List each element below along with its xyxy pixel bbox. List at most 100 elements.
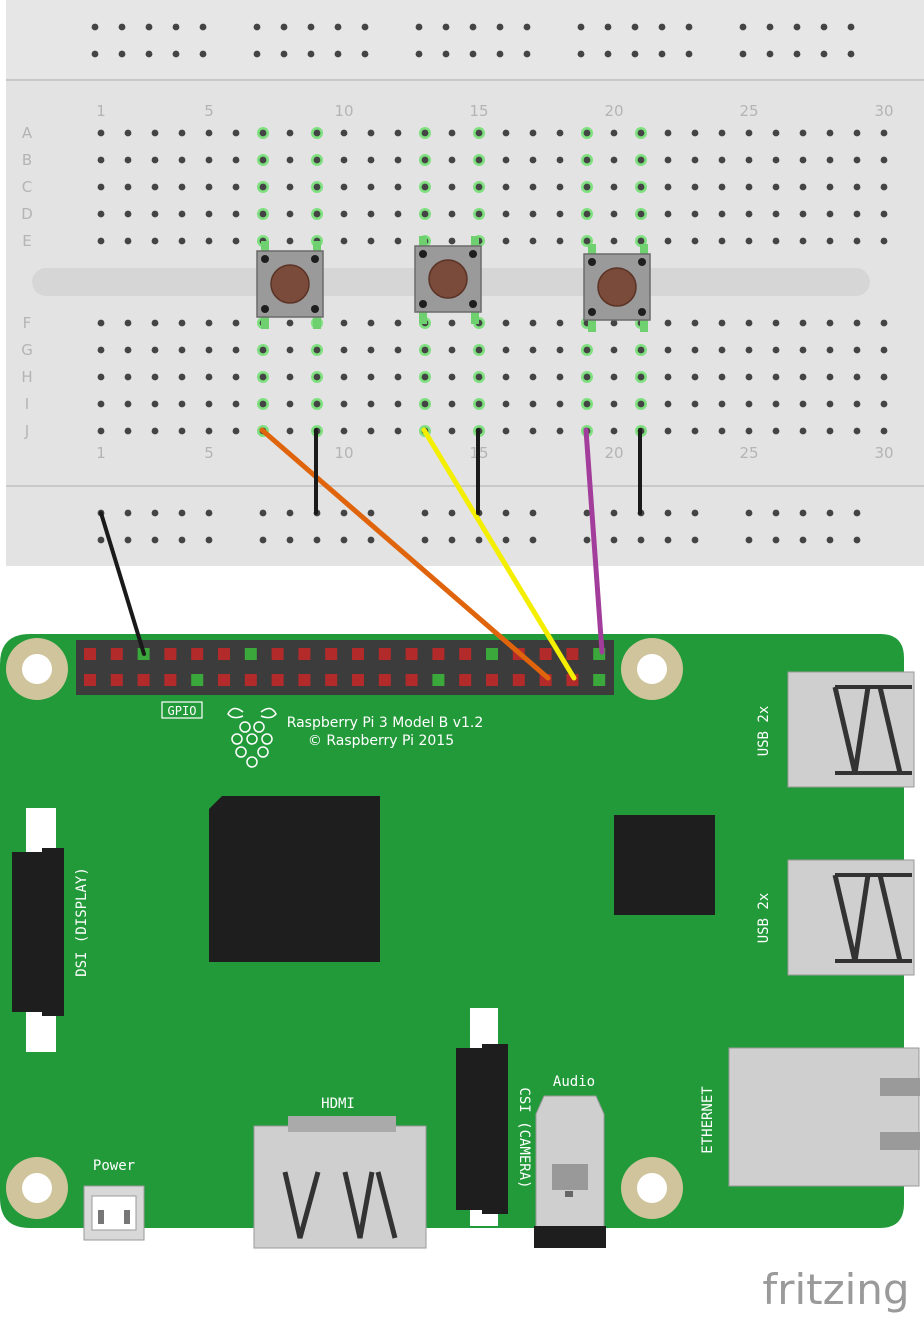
- breadboard-hole: [448, 183, 456, 191]
- breadboard-hole: [232, 373, 240, 381]
- breadboard-hole: [664, 400, 672, 408]
- breadboard-hole: [151, 373, 159, 381]
- breadboard-hole: [151, 156, 159, 164]
- row-label: F: [23, 314, 32, 332]
- breadboard-hole: [421, 183, 429, 191]
- breadboard-hole: [313, 183, 321, 191]
- breadboard-hole: [151, 509, 159, 517]
- breadboard-hole: [475, 210, 483, 218]
- breadboard-hole: [421, 210, 429, 218]
- breadboard-hole: [259, 346, 267, 354]
- button-cap-icon: [597, 267, 637, 307]
- breadboard-hole: [367, 237, 375, 245]
- breadboard-hole: [637, 183, 645, 191]
- breadboard-hole: [334, 50, 342, 58]
- breadboard-hole: [124, 400, 132, 408]
- breadboard-hole: [529, 536, 537, 544]
- breadboard-hole: [394, 129, 402, 137]
- breadboard-hole: [664, 156, 672, 164]
- breadboard-hole: [286, 400, 294, 408]
- breadboard-hole: [523, 50, 531, 58]
- breadboard-hole: [205, 319, 213, 327]
- breadboard-hole: [151, 237, 159, 245]
- breadboard-hole: [340, 319, 348, 327]
- breadboard-hole: [367, 427, 375, 435]
- hdmi-port: [253, 1116, 427, 1249]
- breadboard-hole: [259, 129, 267, 137]
- gpio-pin: [84, 648, 96, 660]
- breadboard-hole: [556, 156, 564, 164]
- breadboard-hole: [259, 183, 267, 191]
- breadboard-hole: [766, 50, 774, 58]
- breadboard-hole: [91, 23, 99, 31]
- breadboard-hole: [421, 373, 429, 381]
- breadboard-hole: [529, 210, 537, 218]
- column-label: 20: [604, 102, 623, 120]
- breadboard-hole: [745, 346, 753, 354]
- breadboard-hole: [394, 373, 402, 381]
- breadboard-hole: [172, 23, 180, 31]
- gpio-pin: [298, 648, 311, 660]
- breadboard-hole: [826, 400, 834, 408]
- breadboard-hole: [556, 129, 564, 137]
- breadboard-hole: [718, 183, 726, 191]
- gpio-pin: [244, 648, 257, 660]
- breadboard-hole: [232, 156, 240, 164]
- breadboard-hole: [448, 129, 456, 137]
- breadboard-hole: [475, 400, 483, 408]
- breadboard-hole: [745, 183, 753, 191]
- breadboard: 151015202530151015202530ABCDEFGHIJ: [6, 0, 924, 566]
- breadboard-hole: [556, 400, 564, 408]
- breadboard-hole: [199, 23, 207, 31]
- breadboard-hole: [280, 50, 288, 58]
- breadboard-hole: [205, 373, 213, 381]
- breadboard-hole: [745, 237, 753, 245]
- breadboard-hole: [421, 346, 429, 354]
- breadboard-hole: [637, 156, 645, 164]
- breadboard-hole: [610, 129, 618, 137]
- breadboard-hole: [745, 210, 753, 218]
- breadboard-hole: [556, 237, 564, 245]
- breadboard-hole: [97, 427, 105, 435]
- column-label: 30: [874, 102, 893, 120]
- breadboard-hole: [286, 183, 294, 191]
- breadboard-hole: [151, 210, 159, 218]
- breadboard-hole: [340, 210, 348, 218]
- breadboard-hole: [124, 183, 132, 191]
- breadboard-hole: [685, 23, 693, 31]
- breadboard-hole: [448, 536, 456, 544]
- column-label: 30: [874, 444, 893, 462]
- breadboard-hole: [394, 237, 402, 245]
- breadboard-hole: [502, 210, 510, 218]
- gpio-pin: [432, 648, 445, 660]
- breadboard-hole: [286, 210, 294, 218]
- breadboard-hole: [232, 427, 240, 435]
- breadboard-hole: [691, 237, 699, 245]
- breadboard-hole: [178, 400, 186, 408]
- breadboard-hole: [718, 346, 726, 354]
- breadboard-hole: [691, 509, 699, 517]
- breadboard-hole: [124, 156, 132, 164]
- breadboard-hole: [610, 509, 618, 517]
- breadboard-hole: [610, 427, 618, 435]
- breadboard-hole: [97, 129, 105, 137]
- breadboard-hole: [394, 400, 402, 408]
- breadboard-hole: [205, 156, 213, 164]
- breadboard-hole: [259, 400, 267, 408]
- breadboard-hole: [826, 237, 834, 245]
- breadboard-hole: [529, 509, 537, 517]
- breadboard-hole: [583, 536, 591, 544]
- wires: [99, 427, 642, 681]
- breadboard-hole: [799, 536, 807, 544]
- breadboard-hole: [853, 210, 861, 218]
- breadboard-hole: [502, 346, 510, 354]
- breadboard-hole: [394, 210, 402, 218]
- breadboard-hole: [610, 183, 618, 191]
- breadboard-hole: [502, 129, 510, 137]
- breadboard-hole: [556, 183, 564, 191]
- breadboard-hole: [691, 183, 699, 191]
- breadboard-hole: [718, 129, 726, 137]
- breadboard-hole: [97, 319, 105, 327]
- breadboard-hole: [178, 129, 186, 137]
- breadboard-hole: [307, 50, 315, 58]
